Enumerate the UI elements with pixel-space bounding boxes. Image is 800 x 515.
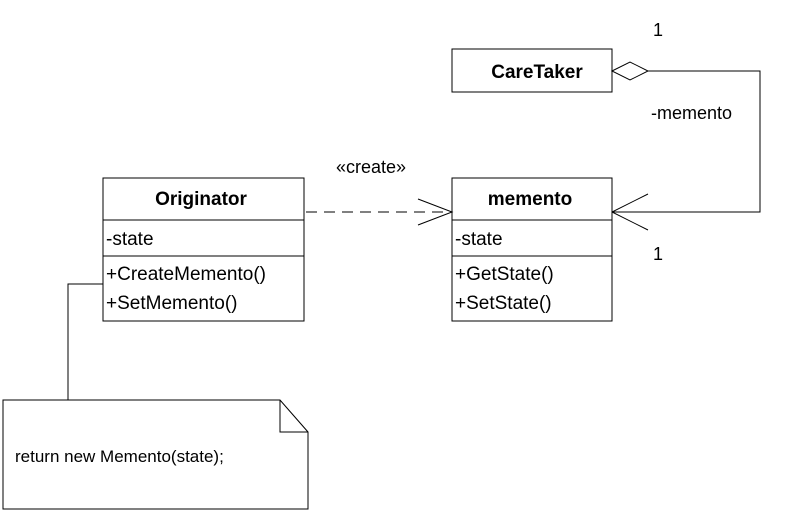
originator-operation: +SetMemento() <box>106 293 237 314</box>
originator-class[interactable]: Originator -state +CreateMemento() +SetM… <box>102 177 305 322</box>
caretaker-class-name: CareTaker <box>491 62 583 83</box>
note-connector <box>67 283 103 400</box>
aggregation-line <box>612 70 761 213</box>
memento-class-name: memento <box>488 189 572 210</box>
aggregation-role-label: -memento <box>651 103 732 123</box>
note-folded-corner <box>279 400 308 433</box>
create-stereotype-label: «create» <box>336 157 406 177</box>
memento-operation: +GetState() <box>455 264 554 285</box>
caretaker-class[interactable]: CareTaker <box>451 48 613 93</box>
originator-class-name: Originator <box>155 189 247 210</box>
dependency-arrowhead <box>417 198 454 226</box>
aggregation-association <box>610 61 761 231</box>
originator-operation: +CreateMemento() <box>106 264 266 285</box>
memento-attribute: -state <box>455 229 503 250</box>
aggregation-diamond <box>610 61 650 81</box>
multiplicity-top-label: 1 <box>653 20 663 40</box>
memento-class[interactable]: memento -state +GetState() +SetState() <box>451 177 613 322</box>
note-text: return new Memento(state); <box>15 447 224 466</box>
memento-operation: +SetState() <box>455 293 552 314</box>
code-note[interactable]: return new Memento(state); <box>2 399 309 510</box>
create-dependency <box>306 198 454 226</box>
originator-attribute: -state <box>106 229 154 250</box>
multiplicity-bottom-label: 1 <box>653 244 663 264</box>
